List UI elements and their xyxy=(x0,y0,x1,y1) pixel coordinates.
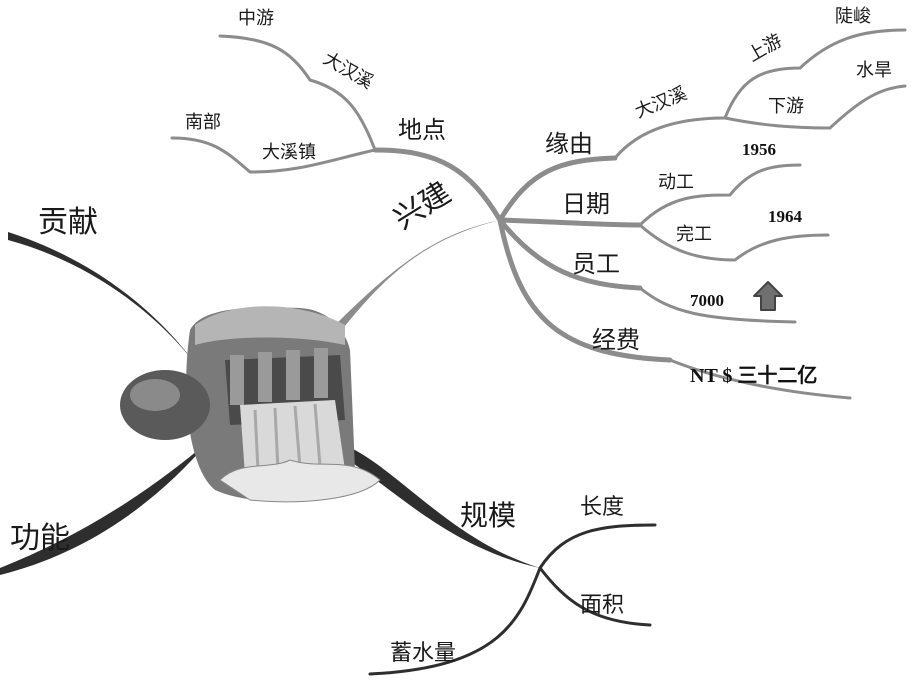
label-location: 地点 xyxy=(398,116,446,144)
line-length xyxy=(538,523,657,570)
branch-date xyxy=(497,217,643,228)
line-finish xyxy=(638,223,830,262)
label-reason: 缘由 xyxy=(545,130,593,158)
branch-staff xyxy=(497,217,643,291)
label-staff-count: 7000 xyxy=(690,291,724,310)
label-finish: 完工 xyxy=(676,224,712,245)
line-dahanxi-reason xyxy=(613,116,727,160)
branch-reason xyxy=(497,155,618,223)
label-scale: 规模 xyxy=(460,499,516,532)
line-upstream xyxy=(723,28,907,120)
label-function: 功能 xyxy=(10,521,70,556)
label-start-year: 1956 xyxy=(742,140,776,159)
label-contribution: 贡献 xyxy=(38,205,98,240)
branch-location xyxy=(372,147,503,223)
line-funding-amount xyxy=(668,358,852,400)
label-steep: 陡峻 xyxy=(835,6,871,27)
label-length: 长度 xyxy=(580,495,624,520)
branch-function xyxy=(0,440,210,575)
label-funding: 经费 xyxy=(592,326,640,354)
line-daxi-town xyxy=(170,136,377,174)
line-downstream xyxy=(723,84,907,130)
label-south: 南部 xyxy=(185,112,221,133)
label-area: 面积 xyxy=(580,593,624,618)
label-downstream: 下游 xyxy=(768,96,804,117)
label-drought: 水旱 xyxy=(856,60,892,81)
arrow-up-icon xyxy=(753,281,783,311)
branch-funding xyxy=(497,217,673,363)
line-dahanxi-loc xyxy=(218,34,377,152)
label-daxi-town: 大溪镇 xyxy=(262,142,316,163)
label-finish-year: 1964 xyxy=(768,207,803,226)
label-construction: 兴建 xyxy=(388,175,457,236)
branch-scale xyxy=(345,445,540,568)
line-storage xyxy=(368,566,542,676)
label-staff: 员工 xyxy=(572,250,620,278)
label-upstream: 上游 xyxy=(744,30,786,66)
label-start: 动工 xyxy=(658,172,694,193)
label-dahanxi-reason: 大汉溪 xyxy=(632,83,690,123)
label-storage: 蓄水量 xyxy=(390,641,456,666)
label-midstream: 中游 xyxy=(238,8,274,29)
label-funding-amount: NT $ 三十二亿 xyxy=(690,363,817,387)
branch-construction xyxy=(320,220,500,345)
line-area xyxy=(538,566,652,627)
branch-contribution xyxy=(8,232,200,370)
label-date: 日期 xyxy=(562,190,610,218)
line-start xyxy=(638,163,802,227)
dam-waterfall-icon xyxy=(120,306,381,503)
line-staff-count xyxy=(638,286,797,324)
